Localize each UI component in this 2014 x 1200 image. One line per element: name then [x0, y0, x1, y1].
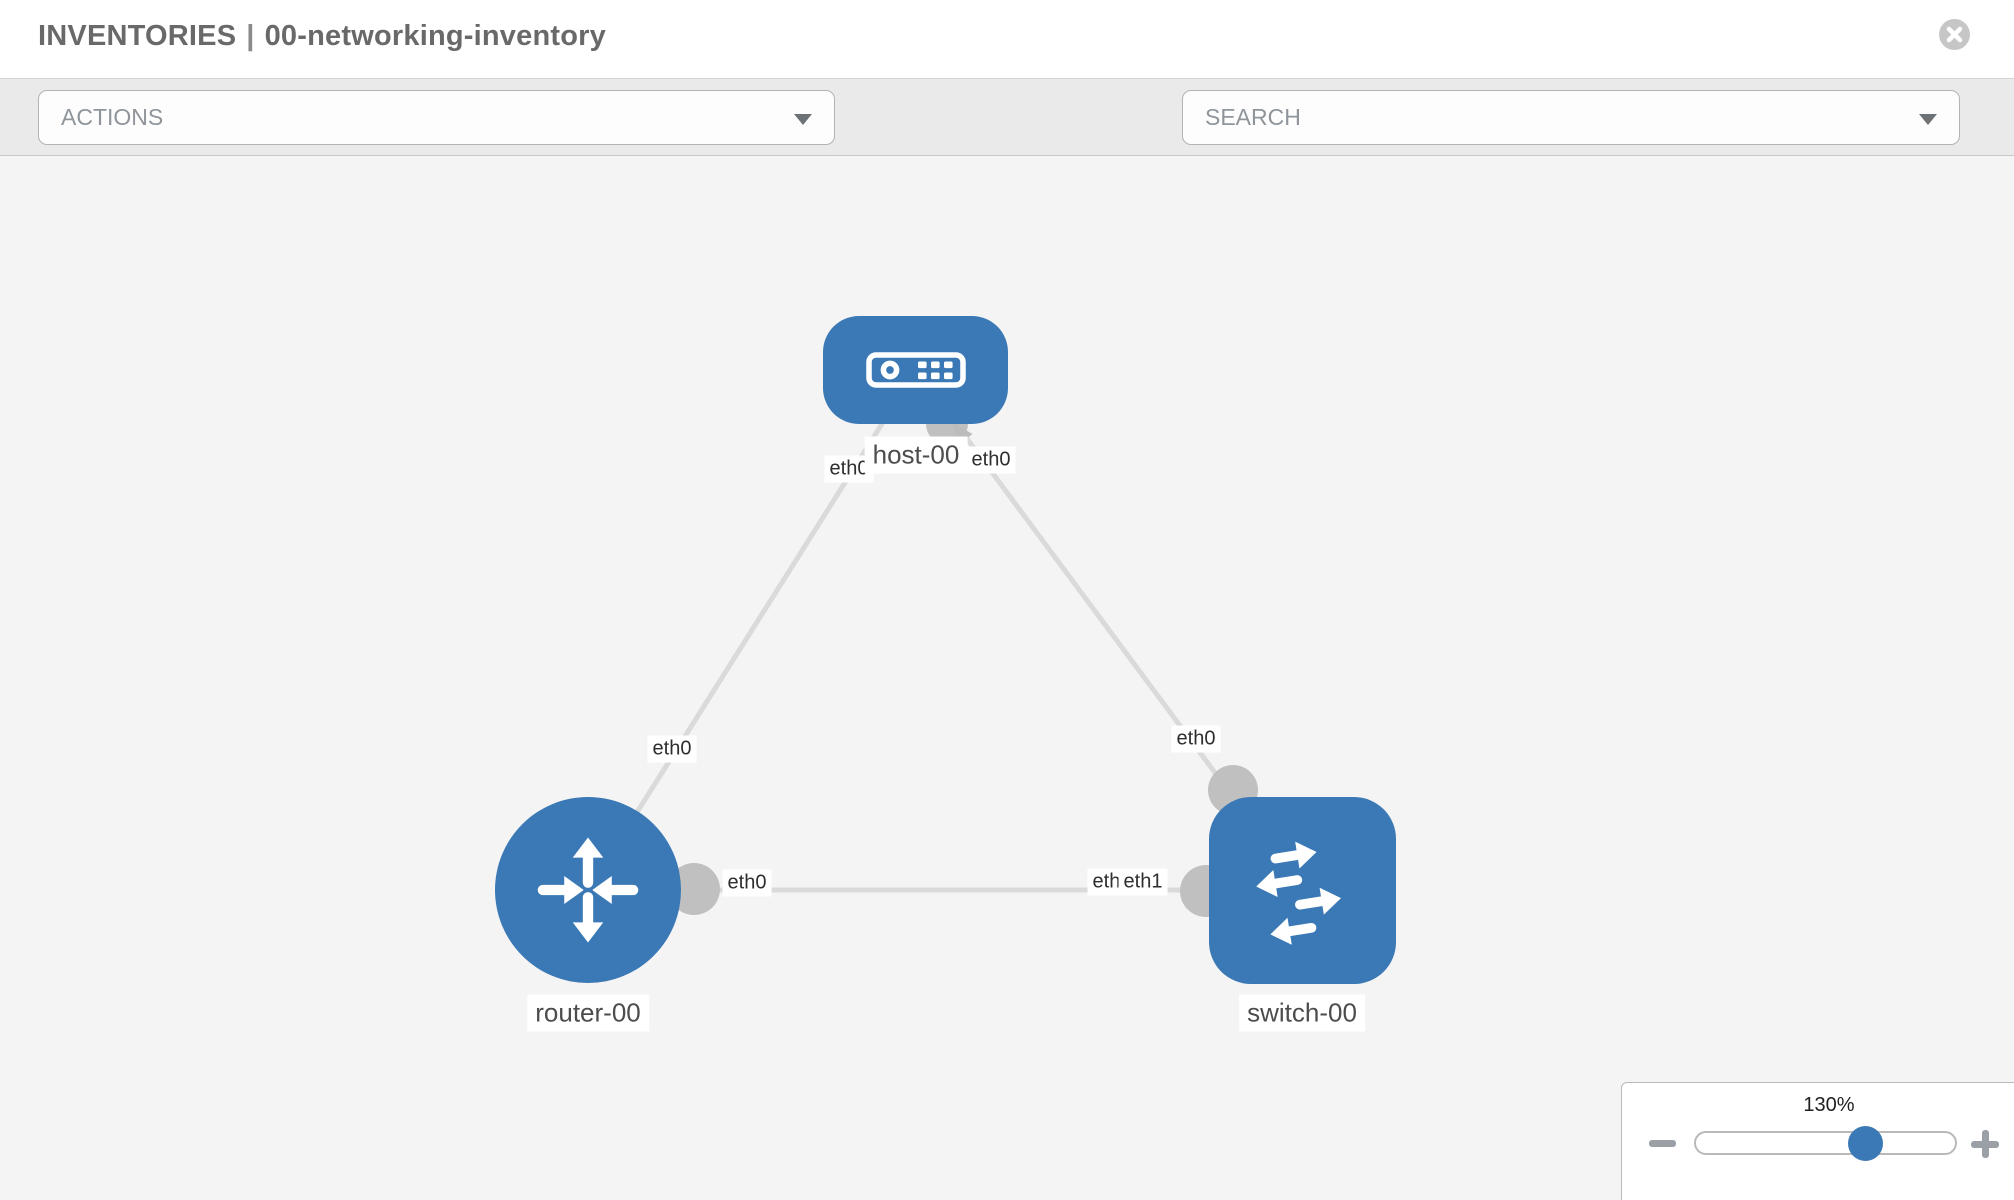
- node-switch-00[interactable]: [1209, 797, 1396, 984]
- close-button[interactable]: [1939, 19, 1970, 50]
- zoom-level-value: 130%: [1803, 1094, 1855, 1116]
- router-icon: [537, 837, 639, 943]
- toolbar: ACTIONS SEARCH: [0, 78, 2014, 207]
- breadcrumb-section: INVENTORIES: [38, 20, 237, 52]
- actions-dropdown-label: ACTIONS: [61, 104, 164, 130]
- chevron-down-icon: [794, 113, 812, 125]
- zoom-in-button[interactable]: [1971, 1130, 1999, 1158]
- page-title: INVENTORIES | 00-networking-inventory: [38, 20, 606, 53]
- topology-links: [585, 368, 1305, 917]
- topology-canvas[interactable]: eth0 eth0 eth0 eth0 eth0 eth0 eth1 host-…: [0, 156, 2014, 1200]
- zoom-out-button[interactable]: [1649, 1140, 1676, 1147]
- node-label-switch: switch-00: [1239, 994, 1365, 1032]
- zoom-control-panel: 130%: [1621, 1082, 2014, 1200]
- port-label: eth0: [966, 446, 1016, 474]
- node-router-00[interactable]: [495, 797, 681, 983]
- port-label: eth0: [722, 869, 772, 897]
- port-label: eth0: [647, 735, 697, 763]
- endpoint-router-right: [668, 863, 720, 915]
- zoom-slider-handle[interactable]: [1848, 1126, 1883, 1161]
- port-label: eth0: [1171, 725, 1221, 753]
- search-placeholder: SEARCH: [1205, 104, 1301, 130]
- node-host-00[interactable]: [823, 316, 1008, 424]
- breadcrumb-separator: |: [246, 20, 255, 52]
- zoom-slider-track[interactable]: [1694, 1131, 1957, 1155]
- node-label-host: host-00: [864, 436, 968, 474]
- search-dropdown[interactable]: SEARCH: [1182, 90, 1960, 145]
- inventory-name: 00-networking-inventory: [264, 20, 606, 52]
- chevron-down-icon: [1919, 113, 1937, 125]
- panel-header: INVENTORIES | 00-networking-inventory: [0, 0, 2014, 78]
- host-icon: [865, 352, 966, 388]
- actions-dropdown[interactable]: ACTIONS: [38, 90, 835, 145]
- switch-icon: [1255, 841, 1341, 945]
- port-label: eth1: [1118, 868, 1168, 896]
- close-icon: [1946, 26, 1963, 43]
- node-label-router: router-00: [527, 994, 649, 1032]
